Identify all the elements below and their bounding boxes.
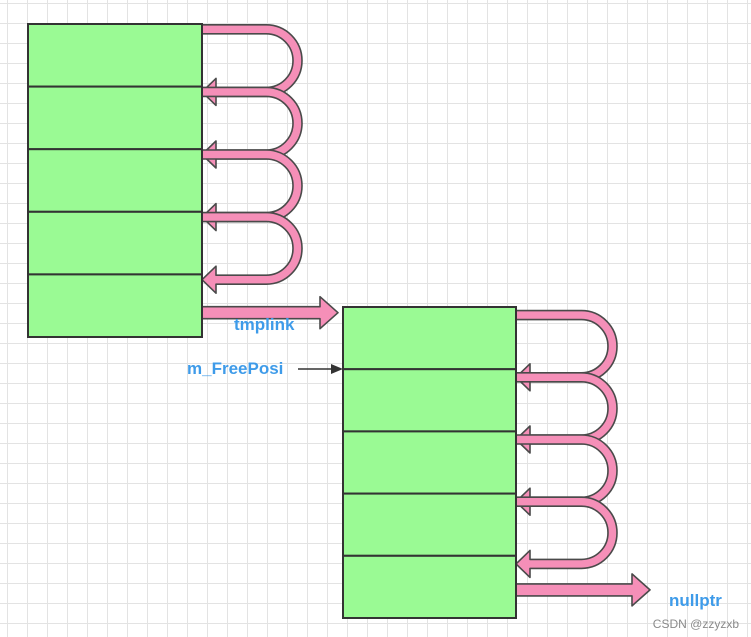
m-freeposi-label: m_FreePosi — [187, 359, 284, 378]
block-1-next-cell-arrow-4 — [201, 211, 303, 294]
watermark: CSDN @zzyzxb — [652, 617, 739, 631]
block-1-next-cell-arrow-2 — [201, 86, 303, 169]
block-2-next-cell-arrow-1 — [515, 309, 618, 392]
block-1-cell-2 — [27, 85, 203, 151]
tmplink-arrow — [201, 295, 339, 330]
nullptr-arrow — [515, 573, 651, 607]
block-2-cell-4 — [342, 492, 517, 557]
block-1-cell-3 — [27, 148, 203, 213]
block-2-next-cell-arrow-4 — [515, 496, 618, 579]
freeposi-pointer-head — [331, 364, 343, 374]
block-1-next-cell-arrow-1 — [201, 24, 303, 107]
block-1-cell-5 — [27, 273, 203, 338]
block-2-next-cell-arrow-3 — [515, 434, 618, 516]
block-2-cell-1 — [342, 306, 517, 371]
block-2-cell-2 — [342, 368, 517, 433]
block-1-cell-4 — [27, 210, 203, 276]
nullptr-label: nullptr — [669, 591, 722, 610]
block-2-cell-3 — [342, 430, 517, 495]
block-2-cell-5 — [342, 554, 517, 619]
block-2-next-cell-arrow-2 — [515, 372, 618, 454]
block-1-next-cell-arrow-3 — [201, 149, 303, 232]
tmplink-label: tmplink — [234, 315, 295, 334]
block-1-cell-1 — [27, 23, 203, 88]
